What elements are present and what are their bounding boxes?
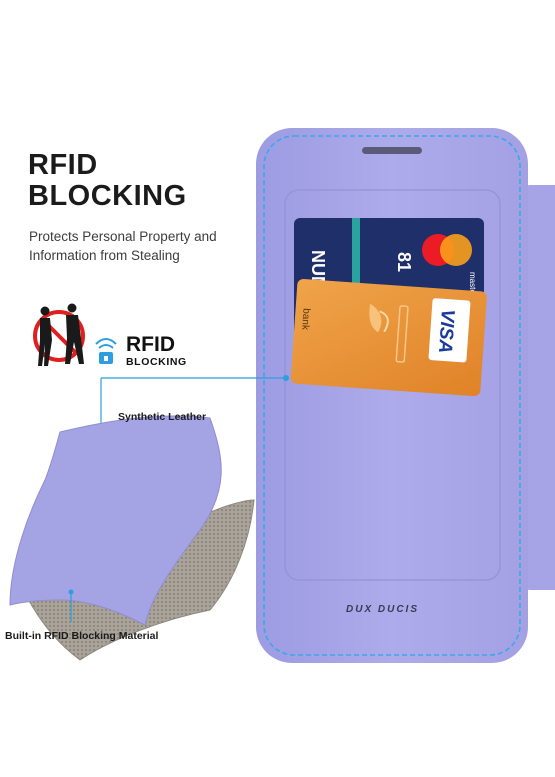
card-pocket bbox=[284, 189, 501, 581]
label-blocking-material: Built-in RFID Blocking Material bbox=[5, 630, 159, 642]
visa-card: VISA bank bbox=[290, 278, 487, 397]
no-pickpocket-icon bbox=[33, 303, 85, 366]
svg-text:81: 81 bbox=[394, 252, 414, 272]
subtitle-line-2: Information from Stealing bbox=[29, 248, 180, 263]
rfid-lock-icon bbox=[95, 338, 117, 364]
subtitle: Protects Personal Property and Informati… bbox=[29, 227, 217, 265]
phone-case bbox=[256, 128, 528, 663]
brand-logo: DUX DUCIS bbox=[346, 604, 420, 615]
page-title: RFID BLOCKING bbox=[28, 150, 187, 212]
title-line-2: BLOCKING bbox=[28, 180, 187, 212]
subtitle-line-1: Protects Personal Property and bbox=[29, 229, 217, 244]
label-synthetic-leather: Synthetic Leather bbox=[118, 411, 207, 423]
visa-bank-text: bank bbox=[299, 308, 312, 331]
title-line-1: RFID bbox=[28, 149, 98, 181]
case-stitching bbox=[263, 135, 521, 656]
speaker-slot bbox=[362, 147, 422, 154]
case-back-flap bbox=[524, 185, 555, 590]
visa-logo-text: VISA bbox=[434, 308, 458, 354]
synthetic-leather-fabric bbox=[9, 415, 222, 626]
rfid-badge-subtitle: BLOCKING bbox=[126, 356, 187, 368]
rfid-badge-title: RFID bbox=[126, 333, 175, 356]
